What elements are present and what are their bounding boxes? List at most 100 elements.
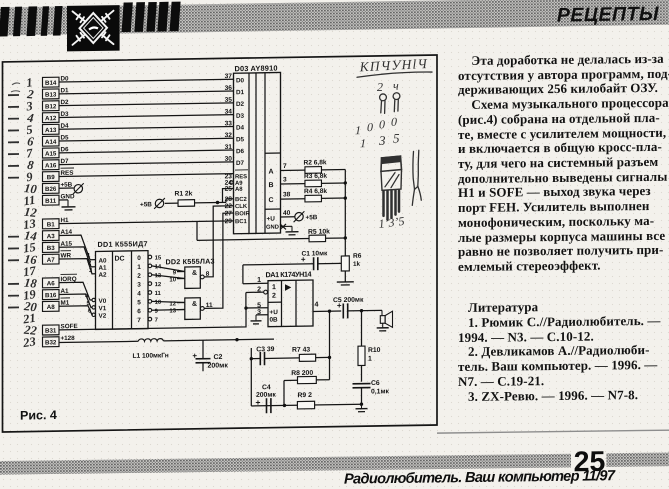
svg-text:37: 37 <box>225 73 233 80</box>
svg-text:D6: D6 <box>61 146 70 153</box>
svg-text:DA1 К174УН14: DA1 К174УН14 <box>266 269 312 279</box>
svg-text:RES: RES <box>61 170 74 177</box>
svg-text:17: 17 <box>22 263 37 279</box>
svg-text:7: 7 <box>137 317 141 324</box>
svg-text:A14: A14 <box>45 139 57 146</box>
svg-text:8: 8 <box>27 158 36 173</box>
svg-text:DC: DC <box>115 255 125 262</box>
svg-text:A2: A2 <box>99 272 108 279</box>
svg-text:D4: D4 <box>61 123 70 130</box>
svg-text:+5B: +5B <box>140 201 152 208</box>
svg-text:3: 3 <box>283 176 287 183</box>
svg-text:+5B: +5B <box>61 182 73 189</box>
svg-text:1k: 1k <box>353 261 361 268</box>
svg-text:РЕЦЕПТЫ: РЕЦЕПТЫ <box>557 3 659 27</box>
svg-text:B11: B11 <box>45 198 57 205</box>
svg-text:14: 14 <box>23 228 37 243</box>
svg-text:25: 25 <box>225 186 233 193</box>
svg-text:+U: +U <box>270 309 279 316</box>
svg-text:+U: +U <box>267 216 276 223</box>
svg-text:7: 7 <box>155 318 159 324</box>
svg-text:D0: D0 <box>61 75 70 82</box>
svg-text:B12: B12 <box>45 103 57 110</box>
svg-text:SOFE: SOFE <box>61 323 78 330</box>
svg-text:R10: R10 <box>368 347 381 354</box>
svg-text:D03 AY8910: D03 AY8910 <box>235 64 278 74</box>
svg-text:13: 13 <box>22 216 36 232</box>
svg-text:B32: B32 <box>45 339 57 346</box>
svg-text:RES: RES <box>235 174 247 180</box>
svg-text:D2: D2 <box>236 101 245 108</box>
svg-text:D6: D6 <box>236 148 245 155</box>
svg-text:34: 34 <box>225 108 233 115</box>
svg-text:31: 31 <box>225 144 233 151</box>
svg-text:A0: A0 <box>99 257 108 264</box>
svg-text:A12: A12 <box>45 115 57 122</box>
svg-text:16: 16 <box>23 252 38 267</box>
svg-text:23: 23 <box>225 173 233 180</box>
svg-text:B3: B3 <box>47 245 55 252</box>
svg-text:2: 2 <box>137 273 141 280</box>
svg-text:B9: B9 <box>47 174 55 181</box>
svg-text:0,1мк: 0,1мк <box>371 388 389 395</box>
svg-text:A3: A3 <box>47 233 55 240</box>
svg-text:B14: B14 <box>45 80 57 87</box>
svg-text:C: C <box>269 197 274 204</box>
svg-text:0B: 0B <box>270 317 279 324</box>
svg-text:BC2: BC2 <box>235 197 248 203</box>
svg-text:C5 200мк: C5 200мк <box>333 297 364 304</box>
svg-text:+: + <box>301 255 306 264</box>
svg-text:A15: A15 <box>61 241 73 248</box>
svg-text:D1: D1 <box>61 87 70 94</box>
svg-text:A8: A8 <box>235 187 243 193</box>
svg-text:6: 6 <box>27 134 36 149</box>
svg-text:B1: B1 <box>47 221 55 228</box>
svg-text:38: 38 <box>283 191 291 198</box>
svg-text:1’3’5: 1’3’5 <box>378 214 405 231</box>
svg-text:L1 100мкГн: L1 100мкГн <box>133 352 169 360</box>
svg-text:D2: D2 <box>61 99 70 106</box>
svg-text:D4: D4 <box>236 124 245 131</box>
svg-text:11: 11 <box>206 302 213 309</box>
svg-text:0: 0 <box>367 120 373 134</box>
svg-text:C4: C4 <box>262 384 271 391</box>
svg-text:V1: V1 <box>99 305 107 312</box>
svg-text:КПЧУНlЧ: КПЧУНlЧ <box>358 56 428 75</box>
svg-text:3: 3 <box>137 282 141 289</box>
svg-text:40: 40 <box>283 210 291 217</box>
svg-text:B26: B26 <box>45 186 57 193</box>
svg-text:C6: C6 <box>371 380 380 387</box>
svg-text:5: 5 <box>87 301 91 307</box>
svg-text:10: 10 <box>155 300 162 306</box>
svg-text:20: 20 <box>22 299 38 314</box>
svg-text:15: 15 <box>155 255 162 261</box>
svg-text:Рис. 4: Рис. 4 <box>20 408 57 423</box>
svg-text:28: 28 <box>225 196 233 203</box>
svg-text:R3 6,8k: R3 6,8k <box>304 173 327 180</box>
svg-text:V0: V0 <box>99 298 107 305</box>
svg-text:A1: A1 <box>61 288 70 295</box>
svg-text:1: 1 <box>137 264 141 271</box>
svg-text:B31: B31 <box>45 327 57 334</box>
svg-text:9: 9 <box>173 270 177 276</box>
svg-text:M1: M1 <box>61 300 70 307</box>
svg-text:0: 0 <box>379 117 385 131</box>
svg-text:4: 4 <box>137 290 141 297</box>
svg-text:V2: V2 <box>99 313 107 320</box>
svg-text:5: 5 <box>137 299 141 306</box>
svg-text:1: 1 <box>355 123 361 137</box>
svg-text:R1 2k: R1 2k <box>175 190 193 197</box>
svg-text:D5: D5 <box>61 134 70 141</box>
svg-text:DD1 К555ИД7: DD1 К555ИД7 <box>98 239 148 249</box>
svg-text:12: 12 <box>155 282 162 288</box>
svg-text:32: 32 <box>225 132 233 139</box>
svg-text:3: 3 <box>24 99 33 114</box>
svg-text:BOIR: BOIR <box>235 211 250 217</box>
svg-text:D5: D5 <box>236 136 245 143</box>
svg-text:A16: A16 <box>45 162 57 169</box>
svg-text:R5 10k: R5 10k <box>308 228 330 235</box>
svg-text:19: 19 <box>22 287 37 303</box>
svg-text:R7 43: R7 43 <box>292 347 310 354</box>
svg-text:4: 4 <box>26 111 35 126</box>
svg-text:36: 36 <box>225 85 233 92</box>
